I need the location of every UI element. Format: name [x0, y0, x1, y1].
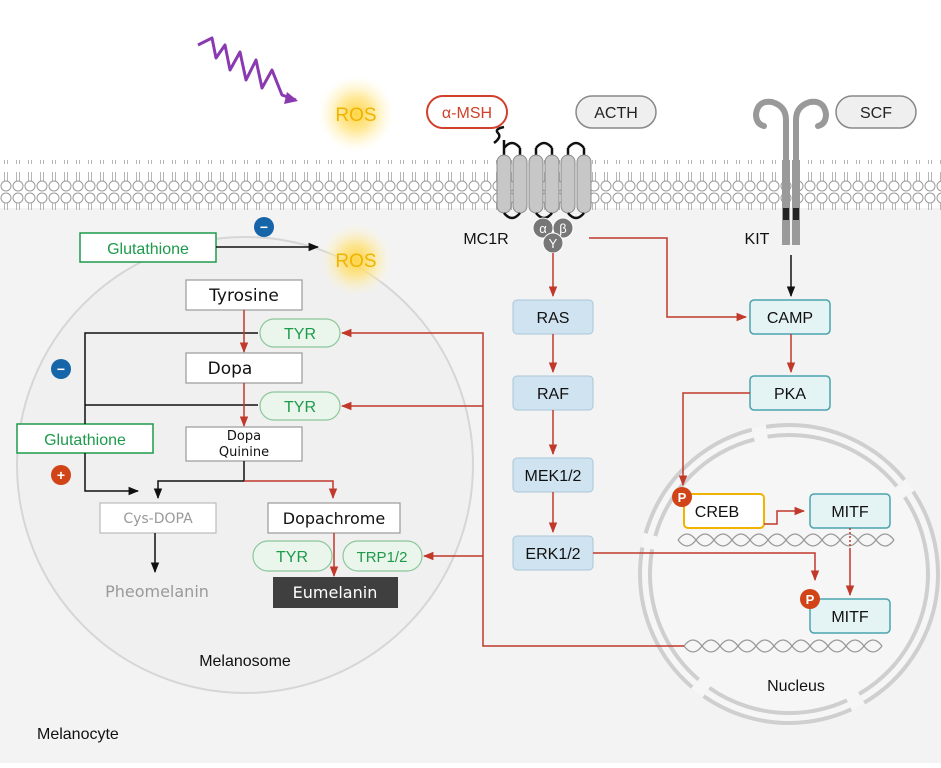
- g-alpha-label: α: [539, 221, 547, 236]
- mitf-node-2: [809, 598, 891, 634]
- acth-label: ACTH: [594, 105, 638, 122]
- pka-label: PKA: [774, 386, 806, 403]
- dopa-quinine-label-1: Dopa: [227, 429, 261, 444]
- minus-badge-top-sign: −: [260, 219, 268, 235]
- ros-top-glow: [318, 76, 394, 152]
- raf-label: RAF: [537, 386, 569, 403]
- tyr-enzyme-2: [259, 391, 341, 421]
- nucleus-label: Nucleus: [767, 678, 825, 695]
- minus-badge-top: [254, 217, 274, 237]
- arrow-dna-tyr1: [340, 328, 684, 647]
- tyr-enzyme-2-label: TYR: [284, 399, 316, 416]
- creb-label: CREB: [695, 504, 739, 521]
- ros-mid-glow: [320, 224, 392, 296]
- eumelanin-box: [273, 577, 398, 608]
- camp-label: CAMP: [767, 310, 813, 327]
- alpha-msh-label: α-MSH: [442, 105, 492, 122]
- g-beta-subunit: [552, 217, 574, 239]
- ros-mid-label: ROS: [335, 251, 376, 272]
- glutathione-left-box: [16, 423, 154, 454]
- mc1r-receptor-icon: [493, 125, 592, 220]
- phospho-badge-mitf-label: P: [806, 592, 815, 607]
- phospho-badge-mitf: [800, 589, 820, 609]
- melanosome-label: Melanosome: [199, 653, 291, 670]
- cys-dopa-box: [99, 502, 217, 534]
- erk-label: ERK1/2: [525, 546, 580, 563]
- scf-label: SCF: [860, 105, 892, 122]
- tyr-enzyme-1: [259, 318, 341, 348]
- dopa-quinine-box: [185, 426, 303, 462]
- phospho-badge-creb: [672, 487, 692, 507]
- cys-dopa-label: Cys-DOPA: [123, 511, 193, 527]
- line-glutathione-tyr1: [84, 332, 258, 424]
- arrow-creb-mitf: [764, 506, 806, 525]
- camp-node: [749, 299, 831, 335]
- ras-label: RAS: [537, 310, 570, 327]
- g-beta-label: β: [559, 221, 566, 236]
- mek-label: MEK1/2: [525, 468, 582, 485]
- uv-radiation-icon: [197, 36, 297, 102]
- arrow-glutathione-cysdopa: [84, 453, 140, 496]
- kit-label: KIT: [745, 231, 770, 248]
- acth-pill: [575, 95, 657, 129]
- mc1r-label: MC1R: [463, 231, 508, 248]
- tyrosine-box: [185, 279, 303, 311]
- tyr-enzyme-1-label: TYR: [284, 326, 316, 343]
- pheomelanin-label: Pheomelanin: [105, 582, 209, 601]
- scf-pill: [835, 95, 917, 129]
- plus-badge-left: [51, 465, 71, 485]
- tyrosine-label: Tyrosine: [208, 286, 279, 306]
- trp-enzyme: [342, 540, 423, 572]
- dna-strand-upper: [677, 533, 895, 547]
- arrow-erk-mitf: [593, 552, 820, 582]
- glutathione-left-label: Glutathione: [44, 432, 126, 449]
- minus-badge-left-sign: −: [57, 361, 65, 377]
- arrow-quinine-cysdopa: [153, 461, 245, 500]
- tyr-enzyme-3: [252, 540, 333, 572]
- melanocyte-label: Melanocyte: [37, 726, 119, 743]
- kit-receptor-icon: [752, 98, 830, 245]
- phospho-badge-creb-label: P: [678, 490, 687, 505]
- mitf-node-2-label: MITF: [831, 609, 869, 626]
- trp-enzyme-label: TRP1/2: [357, 549, 408, 566]
- dopa-box: [185, 352, 303, 384]
- g-gamma-label: Y: [549, 236, 558, 251]
- arrow-pka-creb: [678, 392, 750, 487]
- tyr-enzyme-3-label: TYR: [276, 549, 308, 566]
- dna-strand-lower: [683, 639, 883, 653]
- ros-top-label: ROS: [335, 105, 376, 126]
- creb-node: [683, 493, 765, 529]
- uv-arrowhead-icon: [284, 92, 298, 104]
- dopa-label: Dopa: [208, 359, 253, 379]
- arrow-gprotein-camp: [589, 237, 748, 322]
- dopachrome-label: Dopachrome: [283, 509, 385, 528]
- minus-badge-left: [51, 359, 71, 379]
- arrow-quinine-dopachrome: [244, 480, 338, 500]
- dopa-quinine-label-2: Quinine: [219, 445, 269, 460]
- mitf-node-1-label: MITF: [831, 504, 869, 521]
- plus-badge-left-sign: +: [57, 467, 65, 483]
- alpha-msh-pill: [426, 95, 508, 129]
- eumelanin-label: Eumelanin: [293, 583, 378, 602]
- glutathione-top-label: Glutathione: [107, 241, 189, 258]
